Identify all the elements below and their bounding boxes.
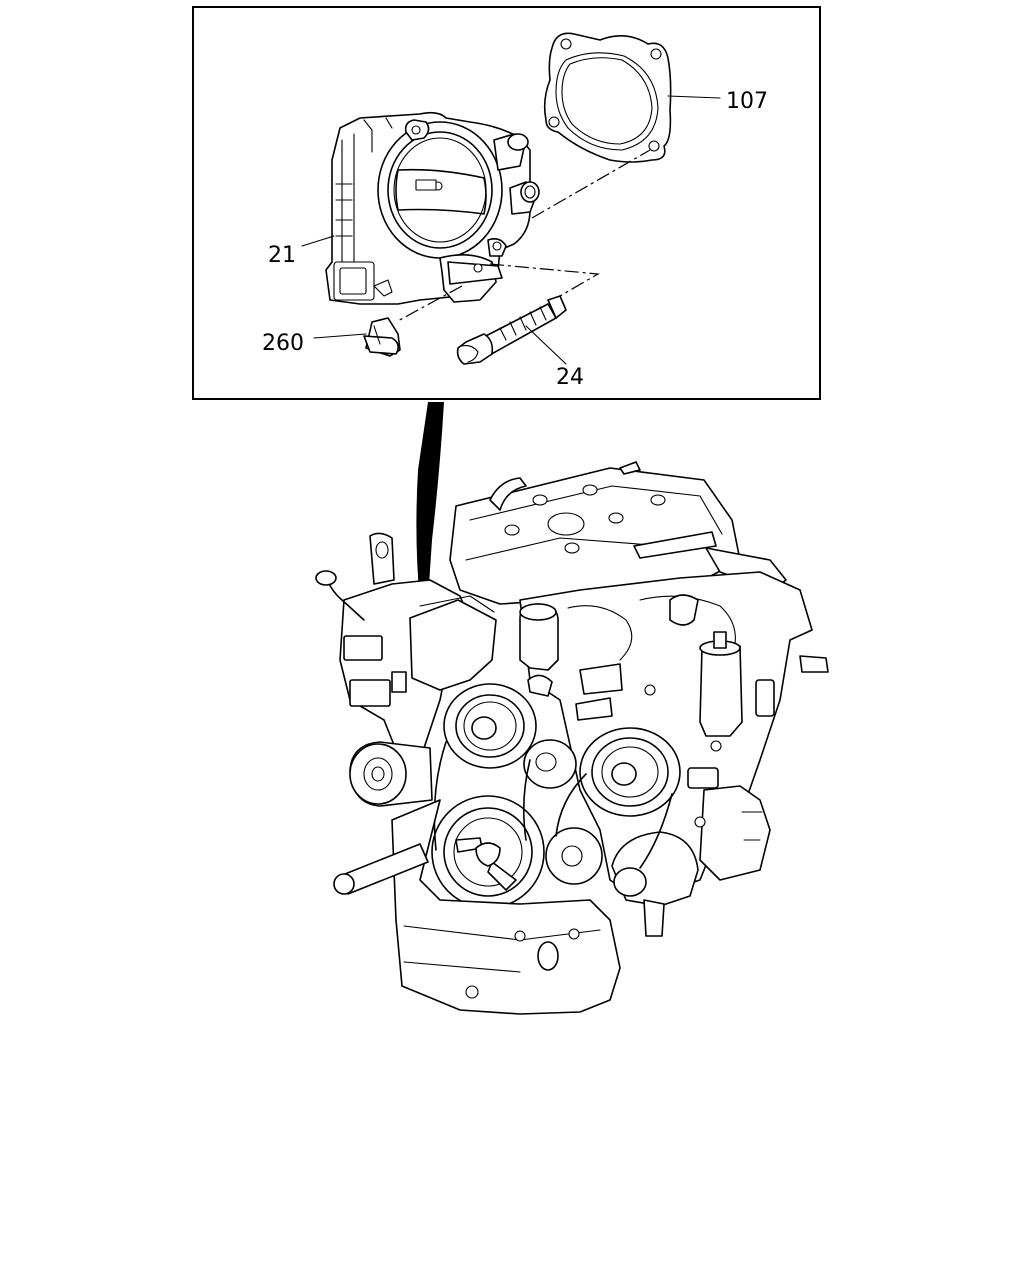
bolt-part (456, 295, 567, 365)
pulley-tensioner (545, 827, 603, 885)
leader-line-260 (313, 333, 367, 339)
water-pump (611, 831, 699, 937)
assembly-line-clip (395, 285, 463, 323)
crank-pulley (431, 795, 545, 909)
leader-line-24 (525, 325, 567, 365)
gasket-part (543, 32, 672, 163)
pulley-left-ac (349, 741, 433, 807)
callout-label-107: 107 (726, 89, 768, 114)
callout-label-21: 21 (268, 243, 296, 268)
pulley-left-upper (443, 683, 537, 769)
assembly-line-bolt (489, 263, 600, 297)
clip-part (363, 317, 401, 357)
pulley-idler-center (523, 739, 577, 789)
location-pointer (416, 402, 444, 602)
pulley-right (579, 727, 681, 817)
leader-line-107 (667, 95, 721, 99)
engine-assembly (315, 461, 829, 1015)
callout-label-24: 24 (556, 365, 584, 390)
throttle-body-part (325, 111, 540, 305)
callout-label-260: 260 (262, 331, 304, 356)
assembly-line-gasket (531, 149, 651, 219)
leader-line-21 (301, 235, 335, 247)
